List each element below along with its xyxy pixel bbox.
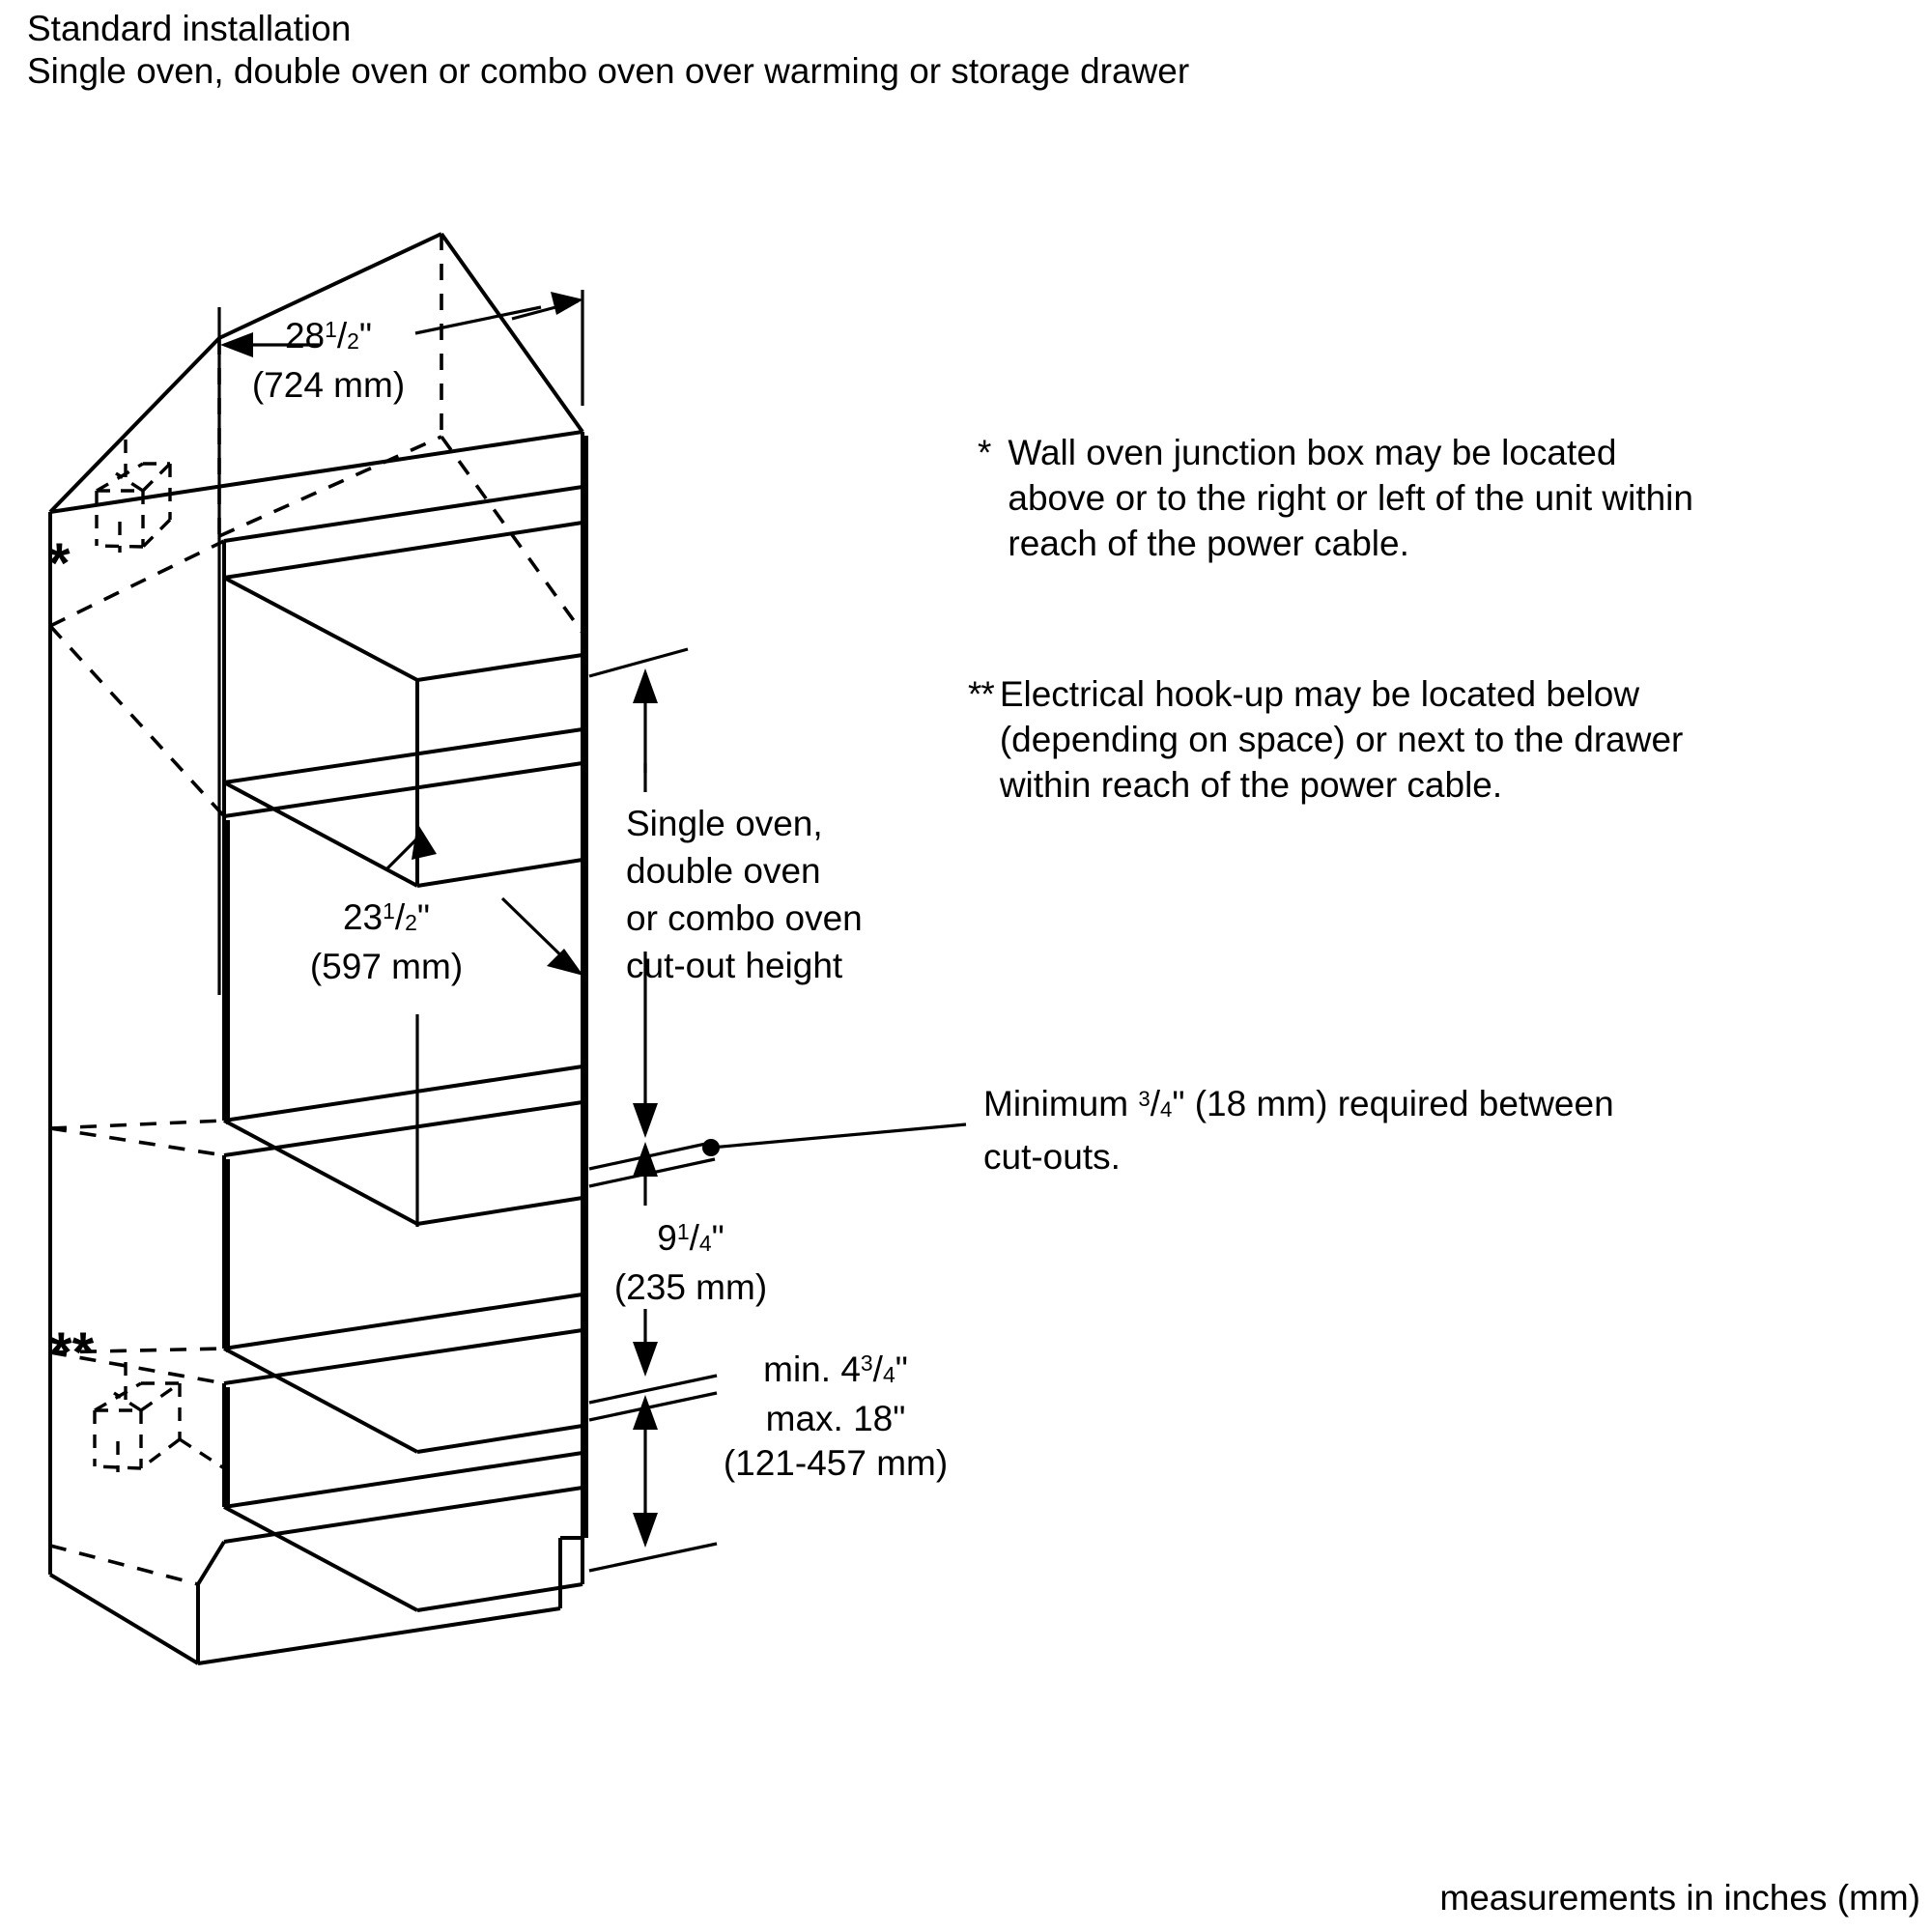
note-electrical-hookup-body: Electrical hook-up may be located below … bbox=[999, 674, 1684, 805]
note-electrical-hookup-marker: ** bbox=[968, 674, 995, 714]
callout-minimum-gap-line1: Minimum 3/4" (18 mm) required between bbox=[983, 1083, 1614, 1123]
note-junction-box-marker: * bbox=[978, 433, 991, 472]
page-title: Standard installation Single oven, doubl… bbox=[27, 8, 1573, 93]
dimension-cutout-depth: 231/2" (597 mm) bbox=[237, 889, 536, 989]
dimension-drawer-height-imperial: 91/4" bbox=[657, 1218, 724, 1258]
dimension-cabinet-width-metric: (724 mm) bbox=[251, 365, 406, 406]
electrical-hookup-marker: ** bbox=[50, 1321, 95, 1384]
junction-box-dashed bbox=[95, 440, 172, 553]
dimension-toekick: min. 43/4" max. 18" (121-457 mm) bbox=[676, 1341, 995, 1486]
title-line-2: Single oven, double oven or combo oven o… bbox=[27, 51, 1190, 91]
callout-minimum-gap: Minimum 3/4" (18 mm) required between cu… bbox=[983, 1075, 1614, 1180]
note-electrical-hookup: ** Electrical hook-up may be located bel… bbox=[968, 671, 1932, 808]
measurement-units-note: measurements in inches (mm) bbox=[1439, 1878, 1920, 1918]
dimension-cabinet-width: 281/2" (724 mm) bbox=[193, 307, 464, 408]
callout-minimum-gap-line2: cut-outs. bbox=[983, 1137, 1121, 1178]
note-junction-box-body: Wall oven junction box may be located ab… bbox=[1008, 433, 1693, 563]
dimension-drawer-height: 91/4" (235 mm) bbox=[570, 1209, 811, 1310]
dimension-drawer-height-metric: (235 mm) bbox=[613, 1267, 768, 1308]
junction-box-marker: * bbox=[48, 532, 71, 595]
note-junction-box: * Wall oven junction box may be located … bbox=[978, 430, 1932, 566]
dimension-toekick-max: max. 18" bbox=[765, 1399, 906, 1439]
title-line-1: Standard installation bbox=[27, 9, 352, 48]
dimension-cutout-depth-imperial: 231/2" bbox=[342, 897, 431, 937]
dimension-toekick-metric: (121-457 mm) bbox=[723, 1443, 949, 1484]
label-cutout-height: Single oven, double oven or combo oven c… bbox=[626, 804, 863, 985]
electrical-hookup-dashed bbox=[93, 1362, 225, 1472]
dimension-cabinet-width-imperial: 281/2" bbox=[284, 316, 373, 355]
dimension-toekick-min: min. 43/4" bbox=[763, 1350, 908, 1389]
dimension-cutout-depth-metric: (597 mm) bbox=[309, 947, 464, 987]
